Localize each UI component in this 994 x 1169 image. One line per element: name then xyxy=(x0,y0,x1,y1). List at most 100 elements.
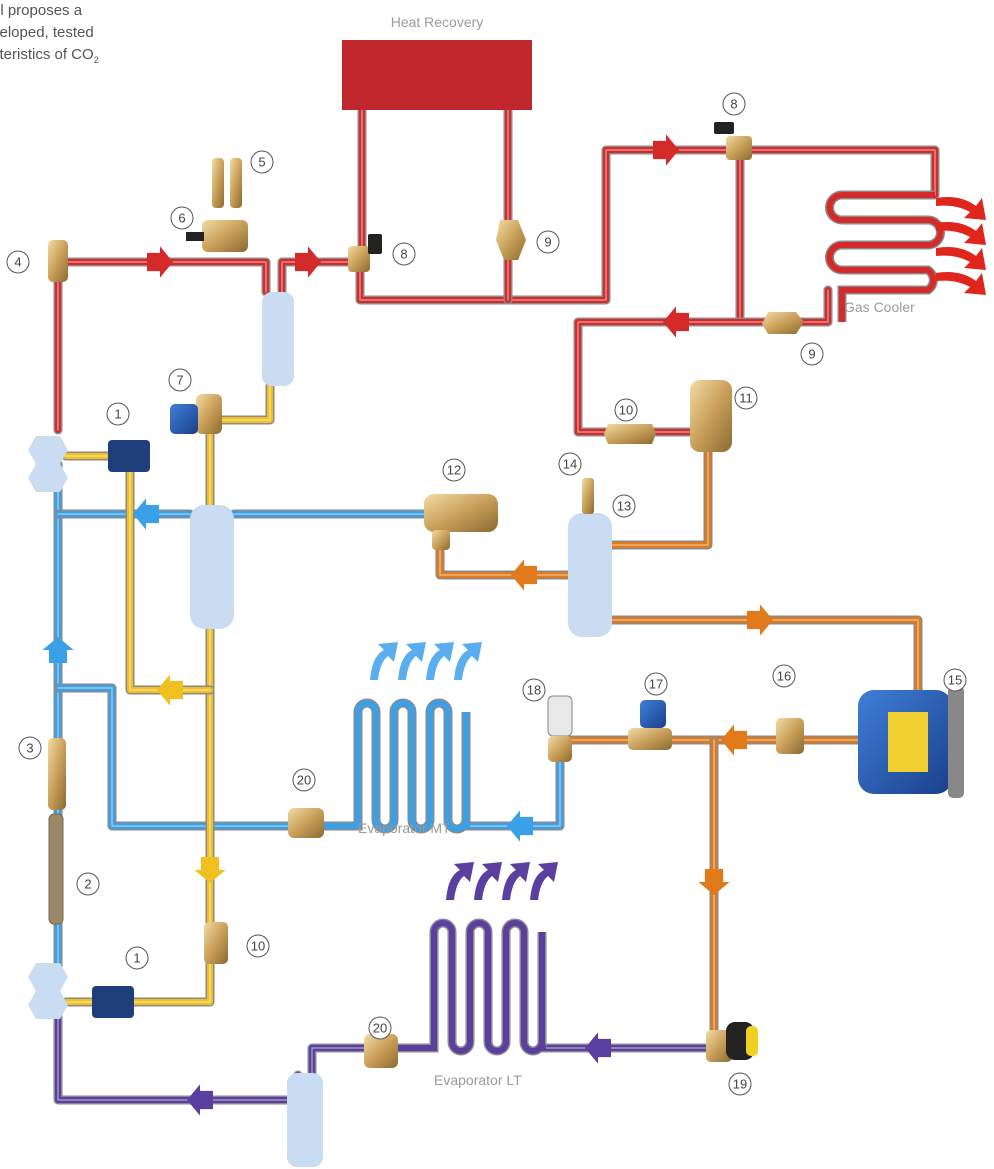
gas-cooler-coil xyxy=(825,190,945,322)
callout-number: 6 xyxy=(178,211,185,226)
pipe-yellow-oilsep-highlight xyxy=(217,385,271,421)
callout-c10b: 10 xyxy=(246,934,270,958)
liquid-receiver-vessel xyxy=(568,513,612,637)
flow-arrow-blue-2 xyxy=(42,637,74,663)
filter-top-left xyxy=(28,436,68,492)
callout-number: 1 xyxy=(114,407,121,422)
callout-c4: 4 xyxy=(6,250,30,274)
callout-number: 8 xyxy=(730,97,737,112)
pipe-orange-11-down-highlight xyxy=(611,451,709,546)
component-17-coil xyxy=(640,700,666,728)
lt-air-arrow-4 xyxy=(530,862,558,900)
callout-number: 12 xyxy=(447,463,461,478)
callout-c20a: 20 xyxy=(292,768,316,792)
callout-number: 19 xyxy=(733,1077,747,1092)
pipe-purple-bottom-left-highlight xyxy=(57,1015,299,1101)
callout-number: 10 xyxy=(251,939,265,954)
callout-circle xyxy=(125,946,149,970)
callout-c8a: 8 xyxy=(392,242,416,266)
callout-number: 1 xyxy=(133,951,140,966)
callout-circle xyxy=(800,342,824,366)
pipe-yellow-oilsep xyxy=(215,383,273,423)
mt-air-arrow-4 xyxy=(454,642,482,680)
mt-air-arrow-2 xyxy=(398,642,426,680)
mt-air-arrow-1 xyxy=(370,642,398,680)
flow-arrow-purple-1 xyxy=(187,1084,213,1116)
gas-cooler-coil-tube xyxy=(826,192,944,322)
pipe-purple-to-20b-highlight xyxy=(311,1047,367,1076)
callout-c9b: 9 xyxy=(800,342,824,366)
callout-number: 20 xyxy=(373,1021,387,1036)
pipe-red-left-riser-highlight xyxy=(57,261,267,431)
callout-c15: 15 xyxy=(943,668,967,692)
vessels xyxy=(28,292,612,1167)
evaporator-mt-label: Evaporator MT xyxy=(358,820,451,836)
callout-c17: 17 xyxy=(644,672,668,696)
callout-circle xyxy=(246,934,270,958)
pipe-yellow-controller-branch xyxy=(127,467,213,693)
flow-arrow-orange-1 xyxy=(511,559,537,591)
evaporator-lt-coil xyxy=(398,918,547,1056)
pipe-yellow-bottom xyxy=(125,961,213,1005)
intro-text: el proposes a veloped, tested cteristics… xyxy=(0,0,180,71)
heat-arrow-1 xyxy=(936,197,986,220)
callout-circle xyxy=(612,494,636,518)
heat-recovery-label: Heat Recovery xyxy=(391,14,484,30)
component-8b-actuator xyxy=(714,122,734,134)
heat-arrow-3 xyxy=(936,247,986,270)
callout-number: 2 xyxy=(84,877,91,892)
callout-circle xyxy=(76,872,100,896)
evap-lt-tube xyxy=(398,920,546,1054)
callout-number: 15 xyxy=(948,673,962,688)
callout-circle xyxy=(644,672,668,696)
flow-arrow-orange-2 xyxy=(747,604,773,636)
component-13-14-safety-valve xyxy=(582,478,594,514)
callout-number: 3 xyxy=(26,741,33,756)
pipe-red-left-riser xyxy=(55,259,269,433)
evaporator-mt-coil xyxy=(322,698,471,834)
pipe-yellow-controller-branch-highlight xyxy=(129,469,211,691)
component-17-solenoid-valve xyxy=(628,728,672,750)
callout-c19: 19 xyxy=(728,1072,752,1096)
pipe-purple-bottom-left-outline xyxy=(53,1011,303,1105)
component-9a-filter xyxy=(496,220,526,260)
component-8a-actuator xyxy=(368,234,382,254)
component-16-sight-glass xyxy=(776,718,804,754)
callout-circle xyxy=(6,250,30,274)
intro-line-3-subscript: 2 xyxy=(93,55,99,65)
lt-air-arrows xyxy=(446,862,558,900)
callout-number: 4 xyxy=(14,255,21,270)
callout-circle xyxy=(392,242,416,266)
component-5-safety-valve-a xyxy=(212,158,224,208)
component-20b-valve xyxy=(364,1034,398,1068)
callout-circle xyxy=(614,398,638,422)
component-1a-controller xyxy=(108,440,150,472)
component-7-valve-body xyxy=(196,394,222,434)
callout-c1a: 1 xyxy=(106,402,130,426)
components xyxy=(48,122,964,1068)
callout-c9a: 9 xyxy=(536,230,560,254)
flow-arrow-red-4 xyxy=(663,306,689,338)
flow-arrow-yellow-2 xyxy=(194,857,226,883)
flow-arrow-red-2 xyxy=(295,246,321,278)
callout-number: 11 xyxy=(739,391,753,406)
heat-recovery-unit xyxy=(342,40,532,110)
component-11-pressure-valve xyxy=(690,380,732,452)
lt-air-arrow-2 xyxy=(474,862,502,900)
callout-circle xyxy=(18,736,42,760)
flow-arrow-orange-3 xyxy=(721,724,747,756)
pipe-purple-to-20b-outline xyxy=(307,1043,371,1080)
intro-line-1: el proposes a xyxy=(0,2,83,19)
flow-arrow-blue-3 xyxy=(507,810,533,842)
component-7-coil xyxy=(170,404,198,434)
high-pressure-liquid-pipes xyxy=(435,447,923,1045)
callout-circle xyxy=(368,1016,392,1040)
callout-c13: 13 xyxy=(612,494,636,518)
pipe-blue-evap-mt-return-outline xyxy=(53,683,295,831)
component-12-inlet xyxy=(432,530,450,550)
component-4-valve xyxy=(48,240,68,282)
callout-circle xyxy=(943,668,967,692)
pipe-yellow-bottom-outline xyxy=(123,959,215,1007)
